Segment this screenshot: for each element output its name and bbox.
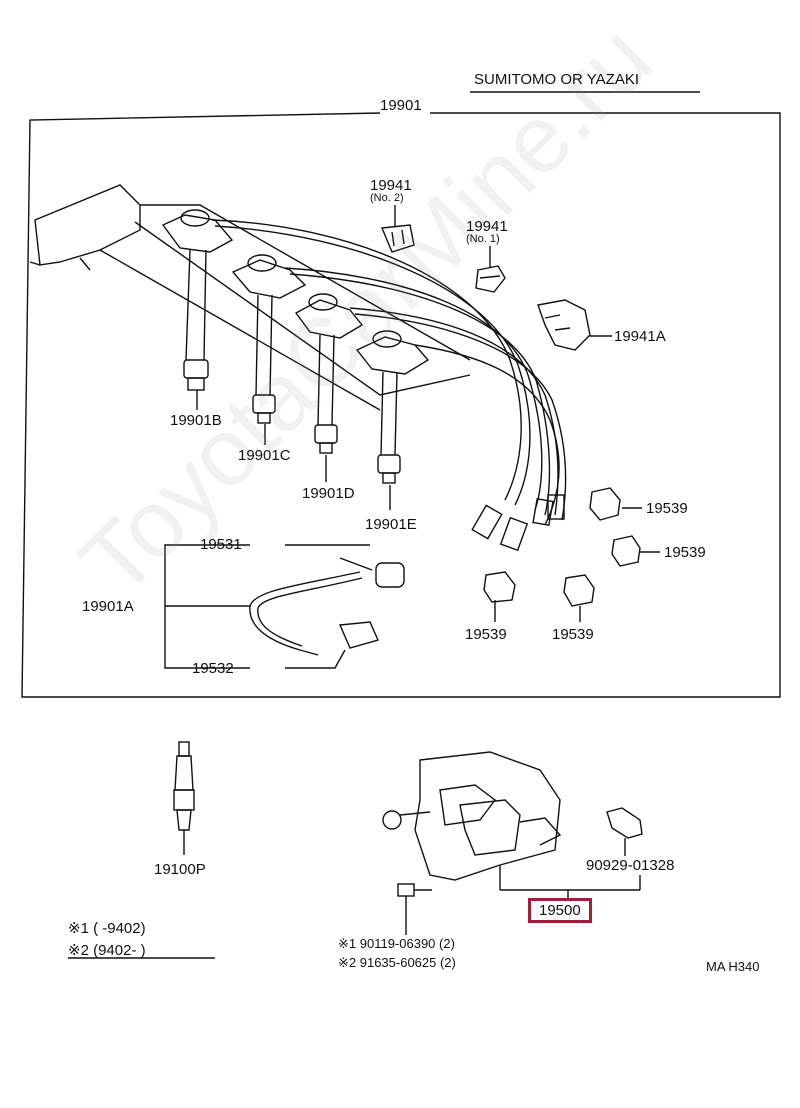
group-number[interactable]: 19901 xyxy=(380,97,422,114)
diagram-code: MA H340 xyxy=(706,959,760,974)
leader-lines xyxy=(196,205,660,622)
part-19901E[interactable]: 19901E xyxy=(365,516,417,533)
part-19941-no2[interactable]: 19941 xyxy=(370,177,412,194)
part-19941-no1[interactable]: 19941 xyxy=(466,218,508,235)
wire-bundle xyxy=(211,219,567,552)
sensor-assembly xyxy=(164,544,405,669)
part-19941-no2-sub: (No. 2) xyxy=(370,192,404,204)
part-19941-no1-sub: (No. 1) xyxy=(466,233,500,245)
group-frame xyxy=(21,112,781,698)
part-19100P[interactable]: 19100P xyxy=(154,861,206,878)
ignition-coil xyxy=(382,751,643,935)
part-19901D[interactable]: 19901D xyxy=(302,485,355,502)
plug-caps xyxy=(161,209,430,375)
part-91635-60625[interactable]: ※2 91635-60625 (2) xyxy=(338,955,456,970)
grommets-19539 xyxy=(483,487,641,607)
plug-boots xyxy=(183,249,401,484)
part-19941A[interactable]: 19941A xyxy=(614,328,666,345)
engine-head xyxy=(29,184,471,411)
supplier-note: SUMITOMO OR YAZAKI xyxy=(474,71,640,88)
part-19539-b[interactable]: 19539 xyxy=(664,544,706,561)
part-19901C[interactable]: 19901C xyxy=(238,447,291,464)
spark-plug xyxy=(173,741,195,855)
part-90119-06390[interactable]: ※1 90119-06390 (2) xyxy=(338,936,455,951)
part-90929-01328[interactable]: 90929-01328 xyxy=(586,857,675,874)
note-1: ※1 ( -9402) xyxy=(68,920,146,937)
part-19539-a[interactable]: 19539 xyxy=(646,500,688,517)
part-19901B[interactable]: 19901B xyxy=(170,412,222,429)
part-19539-c[interactable]: 19539 xyxy=(465,626,507,643)
part-19532[interactable]: 19532 xyxy=(192,660,234,677)
part-19901A[interactable]: 19901A xyxy=(82,598,134,615)
part-19500-highlight[interactable]: 19500 xyxy=(528,898,592,923)
note-2: ※2 (9402- ) xyxy=(68,942,146,959)
clamps-19941 xyxy=(380,224,591,351)
part-19539-d[interactable]: 19539 xyxy=(552,626,594,643)
part-19531[interactable]: 19531 xyxy=(200,536,242,553)
